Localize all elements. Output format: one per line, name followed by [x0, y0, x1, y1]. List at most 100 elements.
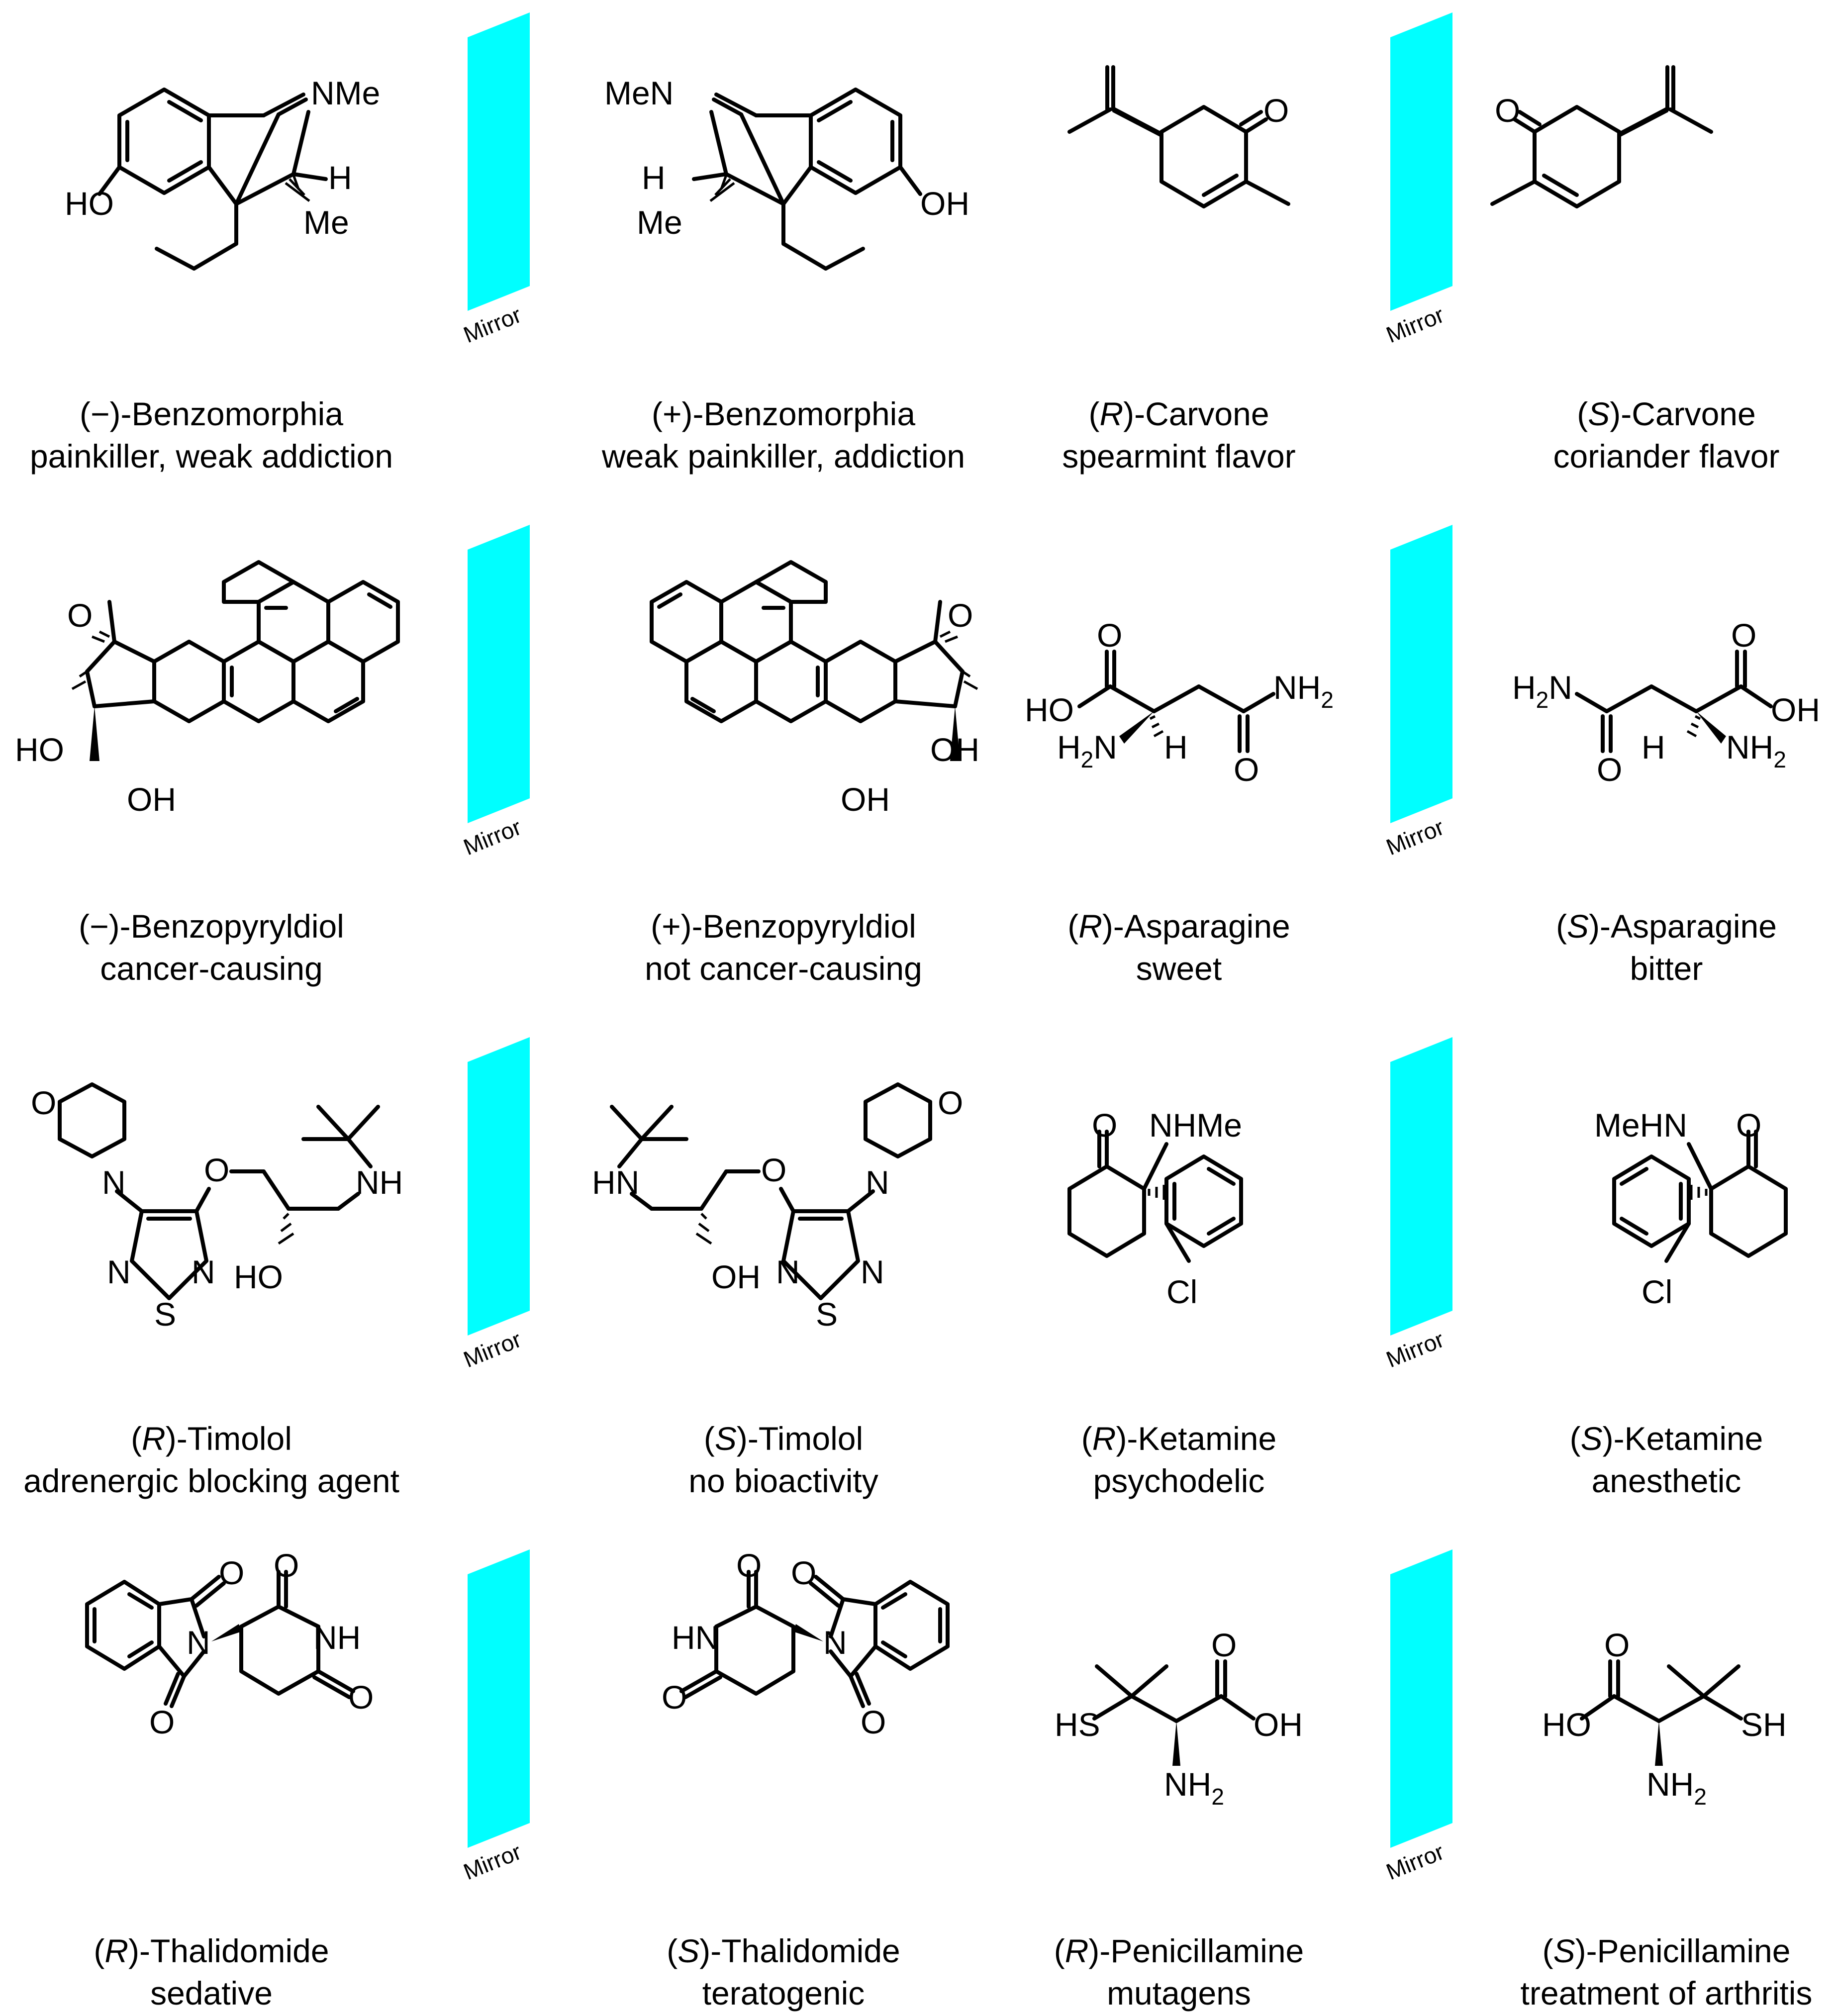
atom-o: O [1604, 1627, 1630, 1663]
atom-oh: OH [711, 1258, 761, 1295]
caption-effect: sedative [150, 1975, 273, 2012]
atom-nh2: NH2 [1646, 1766, 1707, 1810]
thalidomide-right-labels: O O N O HN O [662, 1547, 886, 1740]
atom-me: Me [303, 204, 349, 241]
atom-h2n: H2N [1512, 669, 1572, 713]
caption-name: (R)-Timolol [131, 1420, 292, 1457]
atom-o: O [761, 1152, 786, 1188]
atom-nh2: NH2 [1164, 1766, 1224, 1810]
caption-effect: weak painkiller, addiction [601, 438, 965, 475]
atom-n: N [192, 1253, 215, 1290]
atom-hn: HN [672, 1619, 719, 1656]
atom-o: O [1092, 1107, 1117, 1144]
caption-name: (S)-Ketamine [1570, 1420, 1763, 1457]
mirror-4-2: Mirror [1382, 1549, 1452, 1885]
thalidomide-right-structure [679, 1570, 950, 1708]
atom-o: O [1597, 751, 1622, 788]
atom-ho: HO [1025, 691, 1074, 728]
caption-name: (S)-Penicillamine [1543, 1932, 1791, 1969]
caption-name: (S)-Carvone [1577, 395, 1755, 432]
mirror-panel [1390, 12, 1452, 311]
atom-o: O [948, 597, 973, 634]
carvone-right-structure [1490, 65, 1713, 208]
benzomorphia-right-structure [692, 88, 922, 271]
atom-nh2: NH2 [1273, 669, 1334, 713]
atom-o: O [1731, 617, 1756, 654]
caption-name: (S)-Thalidomide [667, 1932, 900, 1969]
asparagine-left-structure: O HO O NH2 H2N H [1025, 617, 1334, 788]
timolol-right-structure [610, 1082, 932, 1300]
atom-s: S [816, 1296, 838, 1333]
atom-s: S [154, 1296, 176, 1333]
thalidomide-left-structure: O O N O NH O [85, 1547, 374, 1740]
atom-o: O [736, 1547, 762, 1584]
mirror-panel [468, 1549, 530, 1848]
mirror-2-1: Mirror [460, 525, 530, 860]
mirror-1-2: Mirror [1382, 12, 1452, 348]
atom-n: N [866, 1164, 889, 1201]
atom-h: H [642, 159, 666, 196]
atom-o: O [1211, 1627, 1237, 1663]
caption-name: (−)-Benzomorphia [80, 395, 343, 432]
atom-o: O [662, 1679, 687, 1716]
atom-o: O [938, 1084, 963, 1121]
captions: (−)-Benzomorphia painkiller, weak addict… [23, 395, 1812, 2012]
caption-name: (R)-Carvone [1088, 395, 1269, 432]
caption-effect: coriander flavor [1553, 438, 1780, 475]
atom-n: N [107, 1253, 131, 1290]
atom-nh2: NH2 [1726, 729, 1786, 772]
carvone-left-structure: O [1067, 65, 1290, 208]
atom-me: Me [637, 204, 682, 241]
ketamine-left-structure: O NHMe Cl [1067, 1107, 1243, 1310]
atom-oh: OH [1254, 1706, 1303, 1743]
mirror-2-2: Mirror [1382, 525, 1452, 860]
benzomorphia-right-labels: OH MeN H Me [604, 75, 969, 241]
caption-name: (+)-Benzomorphia [652, 395, 915, 432]
penicillamine-left-structure: HS O OH NH2 [1055, 1627, 1303, 1810]
atom-ho: HO [1542, 1706, 1591, 1743]
caption-effect: no bioactivity [688, 1462, 878, 1499]
mirror-4-1: Mirror [460, 1549, 530, 1885]
atom-h: H [328, 159, 352, 196]
mirror-panel [468, 1037, 530, 1336]
atom-o: O [1736, 1107, 1761, 1144]
mirror-3-2: Mirror [1382, 1037, 1452, 1372]
caption-name: (R)-Ketamine [1081, 1420, 1276, 1457]
caption-effect: treatment of arthritis [1521, 1975, 1813, 2012]
penicillamine-right-structure: HO O SH NH2 [1542, 1627, 1787, 1810]
ketamine-right-structure [1612, 1130, 1788, 1263]
caption-name: (S)-Timolol [704, 1420, 863, 1457]
atom-nhme: NHMe [1149, 1107, 1242, 1144]
mirror-3-1: Mirror [460, 1037, 530, 1372]
atom-sh: SH [1741, 1706, 1787, 1743]
mirror-panel [468, 525, 530, 823]
mirror-panel [1390, 1549, 1452, 1848]
atom-oh: OH [930, 731, 979, 768]
atom-o: O [861, 1704, 886, 1740]
atom-hs: HS [1055, 1706, 1100, 1743]
atom-cl: Cl [1642, 1273, 1672, 1310]
atom-h: H [1164, 729, 1188, 766]
caption-effect: not cancer-causing [645, 950, 922, 987]
atom-o: O [348, 1679, 374, 1716]
asparagine-right-structure: H2N O O OH NH2 H [1512, 617, 1820, 788]
timolol-right-labels: O N N N S O HN OH [592, 1084, 963, 1333]
mirror-1-1: Mirror [460, 12, 530, 348]
atom-o: O [274, 1547, 299, 1584]
atom-o: O [1263, 92, 1289, 129]
atom-oh: OH [127, 781, 176, 818]
atom-oh: OH [841, 781, 890, 818]
benzomorphia-left-structure: HO NMe H Me [65, 75, 380, 271]
caption-effect: sweet [1136, 950, 1222, 987]
caption-effect: cancer-causing [100, 950, 323, 987]
caption-effect: painkiller, weak addiction [30, 438, 393, 475]
atom-ho: HO [234, 1258, 283, 1295]
caption-name: (+)-Benzopyryldiol [651, 908, 916, 945]
caption-name: (−)-Benzopyryldiol [79, 908, 344, 945]
atom-oh: OH [920, 185, 969, 222]
atom-o: O [1495, 92, 1520, 129]
caption-effect: bitter [1630, 950, 1703, 987]
caption-name: (R)-Penicillamine [1054, 1932, 1304, 1969]
atom-nh: NH [313, 1619, 361, 1656]
